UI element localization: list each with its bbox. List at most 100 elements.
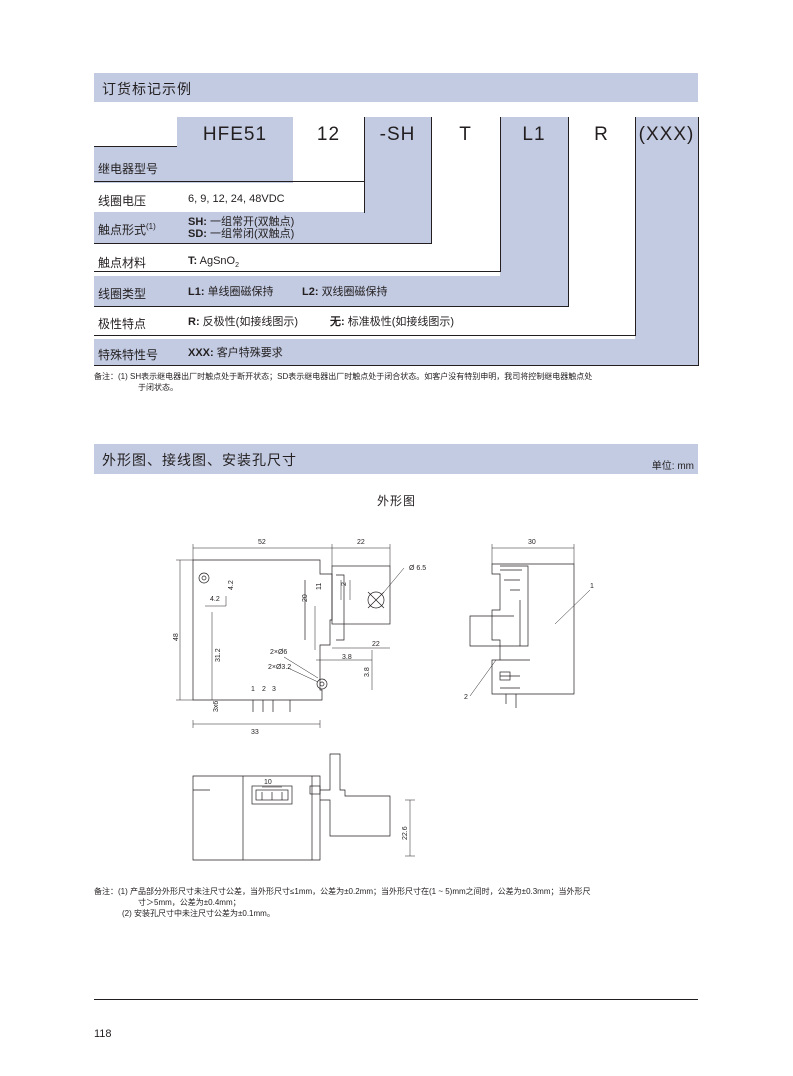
coil-type-l1: L1: 单线圈磁保持: [188, 286, 274, 298]
col7-drop-line: [698, 117, 699, 366]
polarity-r: R: 反极性(如接线图示): [188, 316, 298, 328]
bottom-pin-block: [251, 785, 293, 805]
col6-drop-line: [635, 117, 636, 336]
dimension-note: 备注：(1) 产品部分外形尺寸未注尺寸公差，当外形尺寸≤1mm，公差为±0.2m…: [94, 886, 698, 919]
coil-type-l2: L2: 双线圈磁保持: [302, 286, 388, 298]
ordering-section-header: 订货标记示例: [94, 73, 698, 102]
code-blue-col7: [635, 117, 698, 340]
type-block: [94, 146, 293, 183]
bottom-body-outline: [192, 775, 321, 861]
label-polarity: 极性特点: [98, 317, 147, 331]
dim-4-2-v: 4.2: [228, 580, 235, 590]
dim-31-2: 31.2: [215, 648, 222, 662]
code-part-model: HFE51: [202, 124, 268, 145]
code-blue-col3: [364, 117, 431, 213]
dimension-note-line2: 寸＞5mm，公差为±0.4mm；: [138, 898, 241, 907]
code-part-coil-type: L1: [522, 124, 546, 145]
pin-label-1: 1: [251, 686, 255, 693]
label-contact-material: 触点材料: [98, 256, 147, 270]
side-dimension-lines: [469, 544, 591, 697]
col4-line: [94, 271, 500, 272]
code-blue-col5: [500, 117, 568, 277]
label-contact-form: 触点形式(1): [98, 221, 156, 238]
callout-2: 2: [464, 694, 468, 701]
dim-33: 33: [251, 729, 259, 736]
front-dimension-lines: [176, 544, 405, 728]
front-pins: [252, 700, 291, 712]
footer-divider: [94, 999, 698, 1000]
dimension-note-line1: 备注：(1) 产品部分外形尺寸未注尺寸公差，当外形尺寸≤1mm，公差为±0.2m…: [94, 887, 591, 896]
special-code-block: [94, 339, 698, 365]
coil-voltage-value: 6, 9, 12, 24, 48VDC: [188, 193, 285, 205]
label-coil-voltage: 线圈电压: [98, 194, 147, 208]
ordering-note-line1: 备注：(1) SH表示继电器出厂时触点处于断开状态；SD表示继电器出厂时触点处于…: [94, 372, 593, 381]
front-mount-hole: [198, 572, 210, 584]
col5-drop-line: [568, 117, 569, 307]
contact-material-value: T: AgSnO2: [188, 255, 239, 270]
label-contact-form-note-ref: (1): [146, 222, 156, 231]
code-part-polarity: R: [594, 124, 609, 145]
dimensions-section-title: 外形图、接线图、安装孔尺寸: [102, 452, 297, 468]
code-part-contact-form: -SH: [379, 124, 416, 145]
contact-form-options: SH: 一组常开(双触点) SD: 一组常闭(双触点): [188, 216, 294, 240]
unit-label: 单位: mm: [651, 461, 694, 472]
col3-line: [94, 243, 431, 244]
coil-type-block: [94, 276, 568, 307]
contact-form-sh: SH: 一组常开(双触点): [188, 216, 295, 228]
label-special-code: 特殊特性号: [98, 348, 159, 362]
page-number: 118: [94, 1028, 112, 1040]
dim-3x6: 3x6: [213, 701, 220, 712]
dim-48: 48: [173, 633, 180, 641]
bottom-view: 10 22.6: [192, 753, 415, 861]
contact-form-block: [94, 212, 431, 243]
bottom-dimension-lines: [262, 786, 415, 857]
ordering-section-title: 订货标记示例: [102, 81, 192, 97]
side-pins: [505, 694, 517, 708]
dim-3-8-v: 3.8: [364, 667, 371, 677]
dimensions-section-header: 外形图、接线图、安装孔尺寸 单位: mm: [94, 444, 698, 474]
dim-22-6: 22.6: [402, 826, 409, 840]
code-top-line: [94, 146, 177, 147]
side-terminal: [469, 565, 529, 647]
code-part-voltage: 12: [316, 124, 341, 145]
pin-label-2: 2: [262, 686, 266, 693]
front-body-outline: [192, 559, 333, 701]
front-terminal-hole: [367, 591, 385, 609]
code-part-special: (XXX): [638, 124, 695, 145]
label-contact-form-text: 触点形式: [98, 223, 147, 237]
col5-line: [94, 306, 568, 307]
side-body-outline: [491, 563, 575, 695]
code-blue-col1: [177, 117, 293, 147]
dim-52: 52: [258, 539, 266, 546]
dim-20: 20: [302, 594, 309, 602]
col4-drop-line: [500, 117, 501, 272]
dim-22-mid: 22: [372, 641, 380, 648]
code-bottom-line: [94, 365, 698, 366]
front-terminal-bend: [336, 574, 345, 641]
label-coil-type: 线圈类型: [98, 287, 147, 301]
col2-drop-line: [364, 117, 365, 213]
special-code-value: XXX: 客户特殊要求: [188, 347, 283, 359]
label-relay-type: 继电器型号: [98, 162, 159, 176]
contact-form-sd: SD: 一组常闭(双触点): [188, 228, 295, 240]
dim-3-8-h: 3.8: [342, 654, 352, 661]
col2-line: [94, 181, 364, 182]
col6-line: [94, 335, 635, 336]
col3-drop-line: [431, 117, 432, 244]
front-terminal-tab: [331, 565, 391, 625]
bottom-terminal: [320, 753, 391, 837]
front-pin-hole: [316, 678, 328, 690]
outline-drawing-title: 外形图: [376, 494, 416, 508]
dimension-note-line3: (2) 安装孔尺寸中未注尺寸公差为±0.1mm。: [122, 909, 275, 918]
callout-1: 1: [590, 583, 594, 590]
dim-4-2-h: 4.2: [210, 596, 220, 603]
dim-22-top: 22: [357, 539, 365, 546]
dim-2x3-2: 2×Ø3.2: [268, 664, 291, 671]
dim-30: 30: [528, 539, 536, 546]
ordering-note: 备注：(1) SH表示继电器出厂时触点处于断开状态；SD表示继电器出厂时触点处于…: [94, 371, 698, 393]
dim-10: 10: [264, 779, 272, 786]
dim-11: 11: [316, 583, 323, 590]
side-view: 30 1 2: [464, 539, 594, 708]
front-view: 52 22 Ø 6.5 4.2 4.2 11 2 20 22 48 31.2 2…: [173, 539, 426, 736]
pin-label-3: 3: [272, 686, 276, 693]
